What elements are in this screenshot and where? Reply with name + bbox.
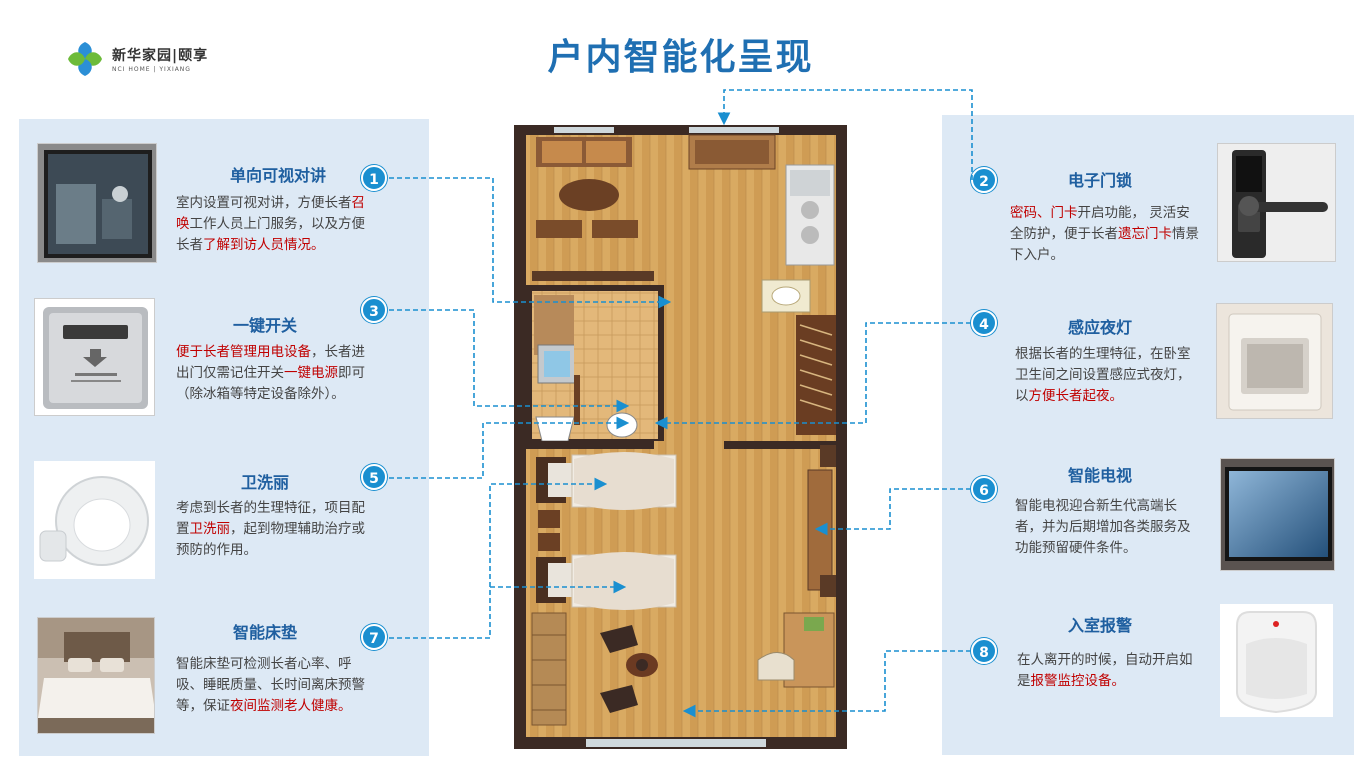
- feature-5-title: 卫洗丽: [240, 473, 289, 492]
- feature-1-highlight-b: 了解到访人员情况。: [203, 237, 325, 253]
- alarm-sensor-photo: [1220, 604, 1333, 717]
- feature-6-title: 智能电视: [1067, 466, 1132, 485]
- feature-4-desc-a: 根据长者的生理特征，在卧室卫生间之间设置感应式夜灯，以: [1015, 346, 1191, 404]
- bed-icon: [38, 618, 154, 733]
- badge-8: 8: [971, 638, 997, 664]
- intercom-screen-icon: [38, 144, 156, 262]
- feature-1-desc-b: 工作人员上门服务，以及方便长者: [176, 216, 365, 253]
- feature-8-desc: 在人离开的时候，自动开启如是报警监控设备。: [1017, 650, 1205, 692]
- feature-3-highlight-a: 便于长者管理用电设备: [176, 344, 311, 360]
- feature-4-desc: 根据长者的生理特征，在卧室卫生间之间设置感应式夜灯，以方便长者起夜。: [1015, 344, 1203, 407]
- feature-8-desc-a: 在人离开的时候，自动开启如是: [1017, 652, 1193, 689]
- feature-7-desc: 智能床垫可检测长者心率、呼吸、睡眠质量、长时间离床预警等，保证夜间监测老人健康。: [176, 654, 366, 717]
- feature-5-desc-b: ，起到物理辅助治疗或预防的作用。: [176, 521, 365, 558]
- toilet-seat-photo: [34, 461, 155, 579]
- door-lock-photo: [1217, 143, 1336, 262]
- feature-2-highlight-b: 遗忘门卡: [1118, 226, 1172, 242]
- feature-2-highlight-a: 密码、门卡: [1010, 205, 1078, 221]
- smart-tv-photo: [1220, 458, 1335, 571]
- badge-6: 6: [971, 476, 997, 502]
- feature-1-title: 单向可视对讲: [229, 166, 326, 185]
- feature-5-desc: 考虑到长者的生理特征，项目配置卫洗丽，起到物理辅助治疗或预防的作用。: [176, 498, 366, 561]
- toilet-seat-icon: [39, 476, 149, 566]
- brand-logo: 新华家园|颐享 NCI HOME | YIXIANG: [64, 38, 208, 80]
- feature-8-title: 入室报警: [1067, 616, 1132, 635]
- card-switch-icon: [43, 307, 148, 409]
- feature-4-highlight: 方便长者起夜。: [1028, 388, 1124, 404]
- badge-2: 2: [971, 167, 997, 193]
- badge-7: 7: [361, 624, 387, 650]
- floor-plan: [514, 125, 847, 749]
- feature-2-desc-b: 情景下入户。: [1010, 226, 1199, 263]
- feature-1-desc: 室内设置可视对讲，方便长者召唤工作人员上门服务，以及方便长者了解到访人员情况。: [176, 193, 366, 256]
- feature-4-title: 感应夜灯: [1067, 318, 1132, 337]
- logo-mark-icon: [68, 42, 102, 76]
- feature-7-desc-a: 智能床垫可检测长者心率、呼吸、睡眠质量、长时间离床预警等，保证: [176, 656, 365, 714]
- feature-6-desc: 智能电视迎合新生代高端长者，并为后期增加各类服务及功能预留硬件条件。: [1015, 496, 1203, 559]
- feature-3-title: 一键开关: [232, 316, 297, 335]
- feature-3-desc-b: 即可（除冰箱等特定设备除外）。: [176, 365, 365, 402]
- feature-2-desc-a: 开启功能， 灵活安全防护，便于长者: [1010, 205, 1190, 242]
- night-light-icon: [1217, 304, 1332, 418]
- feature-5-highlight: 卫洗丽: [189, 521, 231, 537]
- badge-1: 1: [361, 165, 387, 191]
- logo-en-text: NCI HOME | YIXIANG: [112, 66, 191, 73]
- feature-3-desc: 便于长者管理用电设备，长者进出门仅需记住开关一键电源即可（除冰箱等特定设备除外）…: [176, 342, 366, 405]
- mattress-photo: [37, 617, 155, 734]
- motion-sensor-icon: [1236, 611, 1317, 714]
- television-icon: [1221, 459, 1334, 570]
- door-lock-icon: [1218, 144, 1335, 261]
- badge-5: 5: [361, 464, 387, 490]
- feature-2-title: 电子门锁: [1067, 171, 1132, 190]
- page-title: 户内智能化呈现: [547, 37, 814, 78]
- badge-3: 3: [361, 297, 387, 323]
- feature-8-highlight: 报警监控设备。: [1030, 673, 1126, 689]
- feature-7-title: 智能床垫: [232, 623, 297, 642]
- feature-5-desc-a: 考虑到长者的生理特征，项目配置: [176, 500, 365, 537]
- intercom-photo: [37, 143, 157, 263]
- night-light-photo: [1216, 303, 1333, 419]
- feature-1-highlight-a: 召唤: [176, 195, 365, 232]
- logo-cn-text: 新华家园|颐享: [112, 48, 209, 64]
- feature-1-desc-a: 室内设置可视对讲，方便长者: [176, 195, 352, 211]
- feature-3-desc-a: ，长者进出门仅需记住开关: [176, 344, 365, 381]
- feature-7-highlight: 夜间监测老人健康。: [230, 698, 352, 714]
- feature-2-desc: 密码、门卡开启功能， 灵活安全防护，便于长者遗忘门卡情景下入户。: [1010, 203, 1200, 266]
- switch-photo: [34, 298, 155, 416]
- feature-3-highlight-b: 一键电源: [284, 365, 338, 381]
- feature-6-desc-a: 智能电视迎合新生代高端长者，并为后期增加各类服务及功能预留硬件条件。: [1015, 498, 1191, 556]
- badge-4: 4: [971, 310, 997, 336]
